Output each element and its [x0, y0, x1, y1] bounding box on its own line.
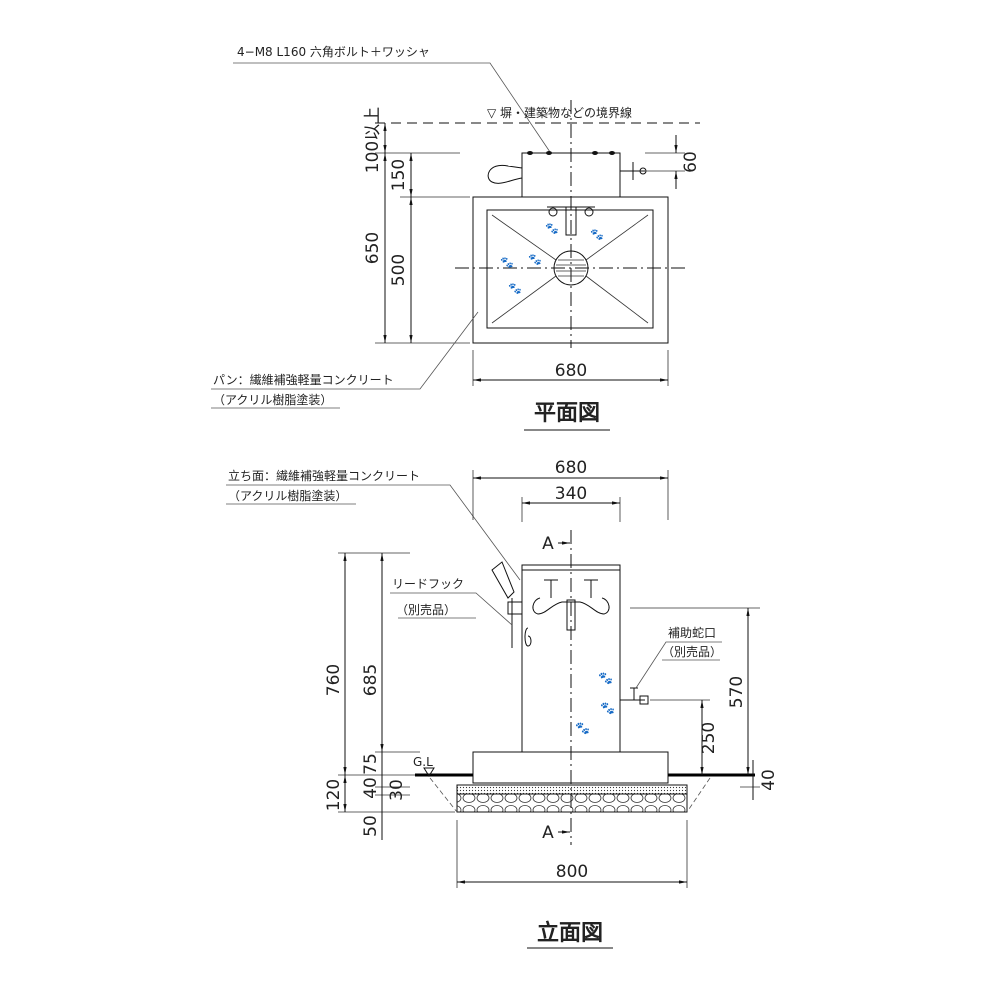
- gravel-layer: [456, 793, 688, 813]
- pan-label-2: （アクリル樹脂塗装）: [213, 392, 332, 407]
- column-label-1: 立ち面：繊維補強軽量コンクリート: [228, 468, 420, 483]
- aux-faucet-label-1: 補助蛇口: [668, 625, 716, 640]
- dim-680-elev: 680: [555, 458, 587, 478]
- paw-print-icons: 🐾 🐾 🐾 🐾 🐾: [500, 222, 604, 295]
- svg-text:🐾: 🐾: [600, 701, 615, 715]
- bolt-heads: [527, 151, 615, 155]
- aux-faucet-label-2: （別売品）: [662, 644, 722, 659]
- faucet-icon: [532, 579, 610, 631]
- hose-holder-icon: [487, 164, 523, 184]
- svg-text:🐾: 🐾: [508, 282, 522, 295]
- plan-title: 平面図: [534, 401, 600, 426]
- gl-triangle-icon: [423, 767, 435, 777]
- pan-slope-lines: [491, 214, 649, 324]
- dim-75: 75: [361, 753, 381, 775]
- dim-150: 150: [389, 159, 409, 191]
- column-label-2: （アクリル樹脂塗装）: [228, 488, 347, 503]
- plan-view: 4−M8 L160 六角ボルト＋ワッシャ ▽ 塀・建築物などの境界線: [211, 45, 701, 431]
- faucet-plan-icon: [547, 206, 595, 236]
- pan-label-1: パン：繊維補強軽量コンクリート: [213, 373, 394, 387]
- dim-680-plan: 680: [555, 361, 587, 381]
- svg-text:🐾: 🐾: [528, 253, 542, 266]
- dim-250: 250: [699, 722, 719, 754]
- ground-level-label: G.L: [413, 755, 433, 769]
- dim-500: 500: [389, 254, 409, 286]
- dim-50: 50: [361, 815, 381, 837]
- drain-icon: [553, 250, 589, 286]
- dim-685: 685: [361, 664, 381, 696]
- pan-inner: [486, 209, 654, 329]
- bolt-label: 4−M8 L160 六角ボルト＋ワッシャ: [237, 45, 430, 59]
- dim-30: 30: [387, 779, 407, 801]
- sand-layer: [456, 784, 688, 795]
- svg-text:🐾: 🐾: [590, 228, 604, 241]
- svg-text:🐾: 🐾: [575, 721, 590, 735]
- dim-650: 650: [363, 232, 383, 264]
- dim-60: 60: [681, 151, 701, 173]
- aux-faucet-plan-icon: [620, 162, 647, 180]
- svg-text:🐾: 🐾: [545, 222, 559, 235]
- dim-40-right: 40: [759, 769, 779, 791]
- paw-print-icons-elev: 🐾 🐾 🐾: [575, 671, 615, 735]
- dim-570: 570: [727, 676, 747, 708]
- section-mark-bottom: A: [542, 823, 554, 843]
- bolt-leader: [233, 62, 551, 153]
- dim-120: 120: [324, 779, 344, 811]
- base: [472, 751, 669, 784]
- dim-760: 760: [324, 664, 344, 696]
- elevation-title: 立面図: [537, 920, 603, 946]
- dim-40-left: 40: [361, 777, 381, 799]
- svg-text:🐾: 🐾: [500, 256, 514, 269]
- pan-outer: [472, 196, 669, 344]
- dim-340: 340: [555, 484, 587, 504]
- aux-faucet-icon: [620, 687, 649, 705]
- boundary-label: ▽ 塀・建築物などの境界線: [487, 105, 632, 120]
- section-mark-top: A: [542, 534, 554, 554]
- lead-hook-label-1: リードフック: [392, 577, 464, 591]
- dim-clearance: 100以上: [363, 107, 383, 173]
- lead-hook-label-2: （別売品）: [396, 602, 456, 617]
- hose-hook-icon: [491, 561, 532, 648]
- elevation-view: 立ち面：繊維補強軽量コンクリート （アクリル樹脂塗装） 680 340 A A: [226, 458, 779, 949]
- dim-800: 800: [556, 862, 588, 882]
- svg-text:🐾: 🐾: [598, 671, 613, 685]
